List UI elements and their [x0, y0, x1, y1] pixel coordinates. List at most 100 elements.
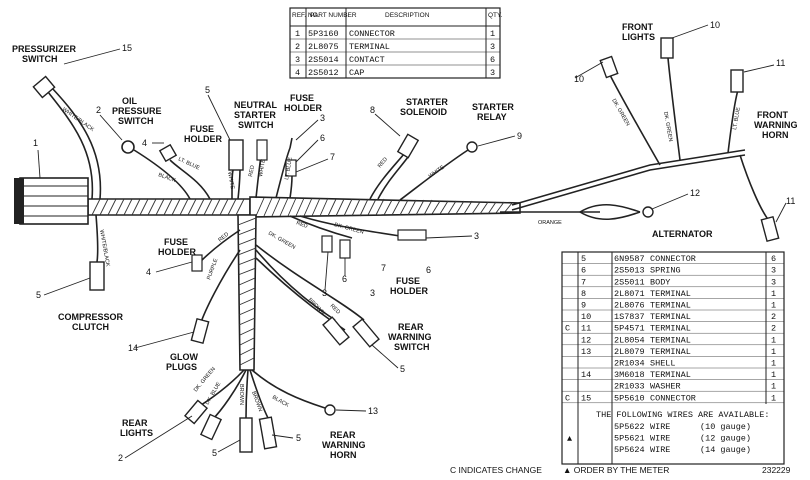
wire-row-gauge: (14 gauge)	[700, 445, 751, 455]
bottom-row-qty: 1	[771, 370, 776, 380]
wire-orange: ORANGE	[538, 220, 562, 226]
starter-solenoid-label-2: SOLENOID	[400, 107, 448, 117]
wire-row-desc: WIRE	[650, 445, 670, 455]
svg-text:1: 1	[490, 29, 495, 39]
wire-row-gauge: (12 gauge)	[700, 433, 751, 443]
fuse-holder-left-1: FUSE	[164, 237, 188, 247]
fuse-holder-top-mid-1: FUSE	[290, 93, 314, 103]
pressurizer-switch-label-2: SWITCH	[22, 54, 58, 64]
bottom-row-desc: TERMINAL	[650, 370, 691, 380]
rear-warning-switch-label-2: WARNING	[388, 332, 432, 342]
wire-row-part: 5P5622	[614, 422, 645, 432]
bottom-row-qty: 1	[771, 289, 776, 299]
callout: 15	[122, 43, 132, 53]
fuse-holder-top-left-1: FUSE	[190, 124, 214, 134]
front-warning-horn-label-2: WARNING	[754, 120, 798, 130]
wire-white-c: WHITE	[428, 164, 446, 179]
header-desc: DESCRIPTION	[385, 12, 430, 19]
oil-pressure-label-3: SWITCH	[118, 116, 154, 126]
bottom-row-ref: 13	[581, 347, 591, 357]
wire-lt-blue-b: LT. BLUE	[284, 157, 294, 181]
bottom-row-part: 2R1034	[614, 359, 645, 369]
fuse-holder-top-left-2: HOLDER	[184, 134, 223, 144]
wire-dk-green-c: DK. GREEN	[267, 231, 296, 251]
oil-pressure-label-1: OIL	[122, 96, 138, 106]
callout: 10	[574, 74, 584, 84]
alternator-label: ALTERNATOR	[652, 229, 713, 239]
bottom-row-part: 5P4571	[614, 324, 645, 334]
wire-row-desc: WIRE	[650, 422, 670, 432]
callout: 2	[118, 453, 123, 463]
bottom-row-part: 5P5610	[614, 393, 645, 403]
bottom-row-ref: 11	[581, 324, 591, 334]
svg-text:2L8075: 2L8075	[308, 42, 339, 52]
callout: 5	[400, 364, 405, 374]
svg-text:2S5012: 2S5012	[308, 68, 339, 78]
bottom-row-desc: CONNECTOR	[650, 393, 696, 403]
branch-wires	[32, 37, 780, 453]
bottom-row-qty: 1	[771, 301, 776, 311]
bottom-row-ref: 6	[581, 266, 586, 276]
change-note: C INDICATES CHANGE	[450, 465, 542, 475]
callout: 5	[212, 448, 217, 458]
svg-text:CAP: CAP	[349, 68, 364, 78]
callout: 3	[474, 231, 479, 241]
glow-plugs-label-2: PLUGS	[166, 362, 197, 372]
svg-text:6: 6	[490, 55, 495, 65]
rear-lights-label-2: LIGHTS	[120, 428, 153, 438]
bottom-row-part: 1S7837	[614, 312, 645, 322]
header-ref: REF. NO.	[292, 12, 320, 19]
bottom-row-desc: TERMINAL	[650, 335, 691, 345]
bottom-row-ref: 8	[581, 289, 586, 299]
bottom-row-part: 2S5011	[614, 277, 645, 287]
bottom-row-desc: TERMINAL	[650, 289, 691, 299]
compressor-clutch-label-2: CLUTCH	[72, 322, 109, 332]
bottom-row-ref: 9	[581, 301, 586, 311]
svg-text:2S5014: 2S5014	[308, 55, 339, 65]
svg-text:1: 1	[295, 29, 300, 39]
bottom-row-qty: 1	[771, 382, 776, 392]
bottom-row-desc: TERMINAL	[650, 347, 691, 357]
bottom-row-ref: 7	[581, 277, 586, 287]
bottom-row-part: 2R1033	[614, 382, 645, 392]
svg-text:3: 3	[490, 68, 495, 78]
bottom-row-qty: 2	[771, 312, 776, 322]
wire-white-black-top: WHITE/BLACK	[61, 107, 95, 133]
rear-warning-horn-label-1: REAR	[330, 430, 356, 440]
callout: 7	[330, 152, 335, 162]
callout: 13	[368, 406, 378, 416]
wire-row-part: 5P5624	[614, 445, 645, 455]
wire-red-a: RED	[248, 165, 256, 178]
callout: 10	[710, 20, 720, 30]
callout: 7	[381, 263, 386, 273]
main-harness-trunk	[87, 196, 521, 371]
bottom-row-ref: 12	[581, 335, 591, 345]
callout: 14	[128, 343, 138, 353]
callout: 5	[205, 85, 210, 95]
fuse-holder-left-2: HOLDER	[158, 247, 197, 257]
fuse-holder-mid-2: HOLDER	[390, 286, 429, 296]
bottom-row-desc: SHELL	[650, 359, 676, 369]
rear-lights-label-1: REAR	[122, 418, 148, 428]
wire-red-e: RED	[329, 303, 341, 315]
bottom-row-ref: 14	[581, 370, 591, 380]
wire-white-b: WHITE	[258, 159, 267, 178]
bottom-row-part: 3M6018	[614, 370, 645, 380]
parts-table-top: REF. NO. PART NUMBER DESCRIPTION QTY. 1 …	[289, 7, 503, 79]
bottom-row-qty: 1	[771, 359, 776, 369]
callout: 6	[320, 133, 325, 143]
bottom-row-qty: 2	[771, 324, 776, 334]
starter-relay-label-2: RELAY	[477, 112, 507, 122]
bottom-row-desc: TERMINAL	[650, 312, 691, 322]
meter-note: ▲ ORDER BY THE METER	[563, 465, 669, 475]
neutral-starter-label-1: NEUTRAL	[234, 100, 277, 110]
svg-text:CONNECTOR: CONNECTOR	[349, 29, 395, 39]
bottom-row-desc: WASHER	[650, 382, 681, 392]
svg-text:3: 3	[490, 42, 495, 52]
callout: 8	[370, 105, 375, 115]
oil-pressure-label-2: PRESSURE	[112, 106, 162, 116]
wire-dk-green-b: DK. GREEN	[662, 111, 673, 142]
bottom-row-desc: TERMINAL	[650, 301, 691, 311]
callout: 3	[322, 288, 327, 298]
